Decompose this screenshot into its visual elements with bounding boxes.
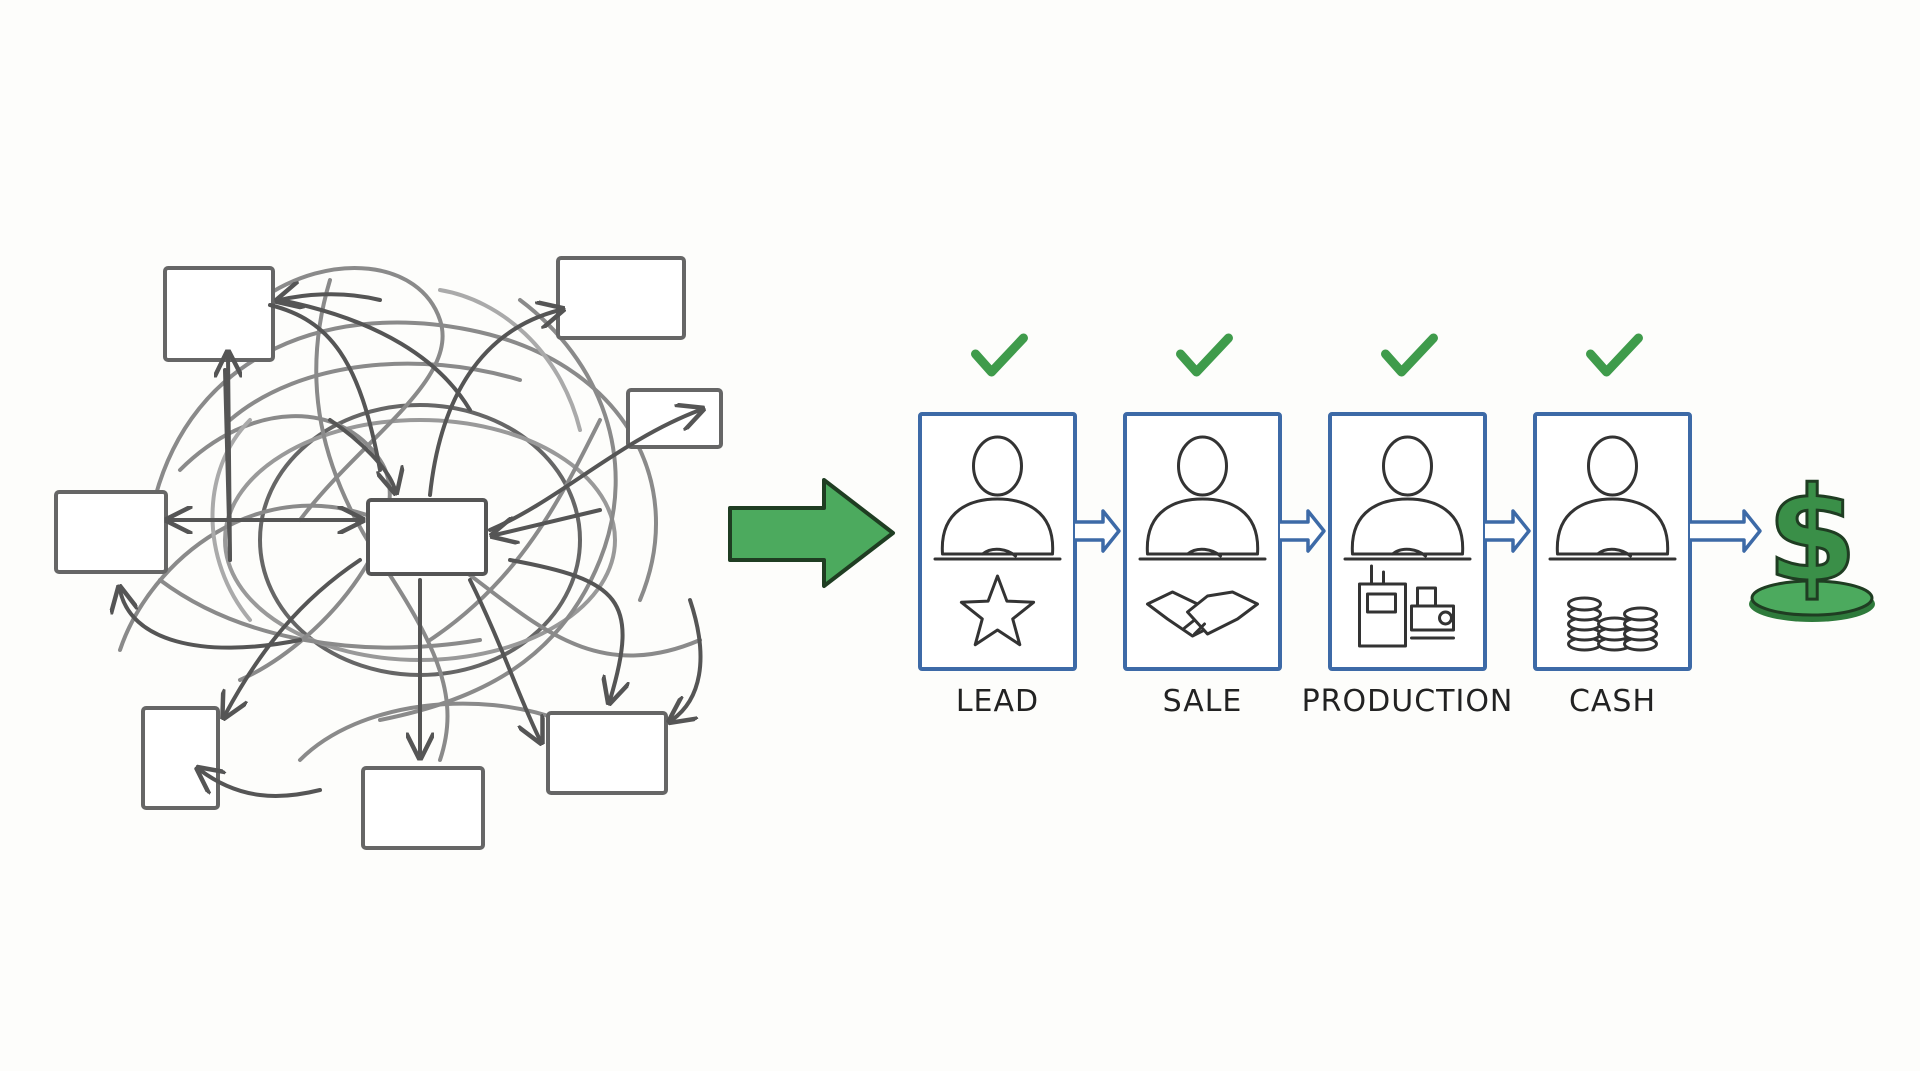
stage-production: PRODUCTION [1302,333,1531,719]
satellite-box-right-lower [546,711,668,795]
handshake-icon [1146,590,1259,638]
check-icon [971,333,1028,377]
dollar-base [1750,579,1874,617]
check-icon [1176,333,1233,377]
stage-cash: CASH [1533,333,1762,719]
person-icon [1548,435,1677,561]
dollar-sign-icon: $ [1749,458,1875,622]
flow-arrow [1280,509,1326,553]
person-icon [1138,435,1267,561]
central-hub-box [366,498,488,576]
streamlined-pipeline: LEAD SALE PRODUCTION CASH [918,333,1762,719]
stage-sale: SALE [1123,333,1326,719]
check-icon [1381,333,1438,377]
flow-arrow [1075,509,1121,553]
coins-icon [1567,596,1658,652]
stage-label: PRODUCTION [1302,684,1514,719]
stage-label: SALE [1163,684,1243,719]
tangled-process-cluster [54,256,723,850]
star-icon [959,574,1036,647]
satellite-box-top-right [556,256,686,340]
satellite-box-top-left [163,266,275,362]
flow-arrow [1690,509,1762,553]
check-icon [1586,333,1643,377]
stage-lead: LEAD [918,333,1121,719]
transition-arrow [728,478,895,588]
person-icon [933,435,1062,561]
machine-icon [1358,564,1455,648]
dollar-symbol: $ [1767,459,1857,611]
satellite-box-bottom-left [141,706,220,810]
satellite-box-left [54,490,168,574]
person-icon [1343,435,1472,561]
tangled-arrows [120,294,700,798]
satellite-box-bottom-center [361,766,485,850]
flow-arrow [1485,509,1531,553]
stage-label: LEAD [956,684,1039,719]
stage-label: CASH [1569,684,1656,719]
